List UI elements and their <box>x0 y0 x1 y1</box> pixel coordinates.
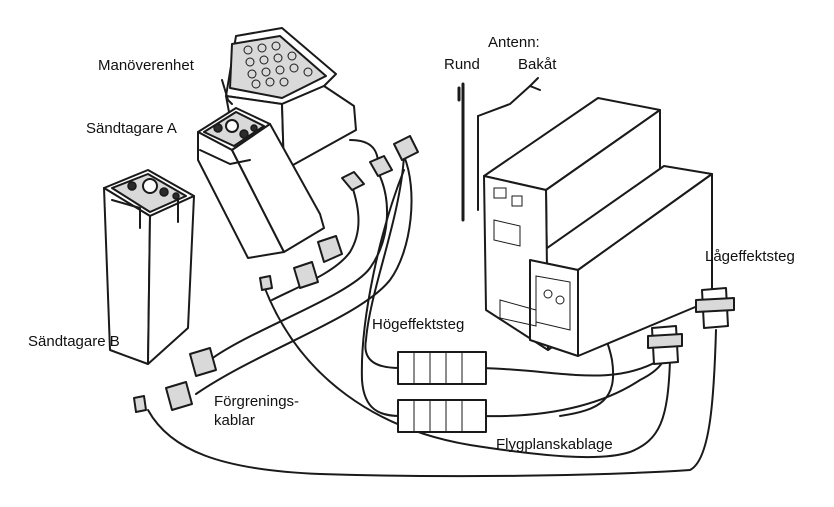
label-rund: Rund <box>444 56 480 73</box>
label-forgrenings-2: kablar <box>214 412 255 429</box>
sandtagare-a-unit <box>197 107 325 259</box>
lageffektsteg-connectors <box>647 287 735 365</box>
label-sandtagare-a: Sändtagare A <box>86 120 177 137</box>
inline-connectors <box>397 351 487 433</box>
label-antenn: Antenn: <box>488 34 540 51</box>
label-bakat: Bakåt <box>518 56 557 73</box>
manoverenhet-unit <box>221 27 357 171</box>
label-lageffektsteg: Lågeffektsteg <box>705 248 795 265</box>
forgrenings-plugs <box>133 135 419 413</box>
label-manoverenhet: Manöverenhet <box>98 57 194 74</box>
label-hogeffektsteg: Högeffektsteg <box>372 316 465 333</box>
sandtagare-b-unit <box>103 169 195 365</box>
label-flygplanskablage: Flygplanskablage <box>496 436 613 453</box>
label-sandtagare-b: Sändtagare B <box>28 333 120 350</box>
hogeffektsteg-unit <box>483 97 713 357</box>
label-forgrenings-1: Förgrenings- <box>214 393 300 410</box>
antenna <box>457 77 541 222</box>
